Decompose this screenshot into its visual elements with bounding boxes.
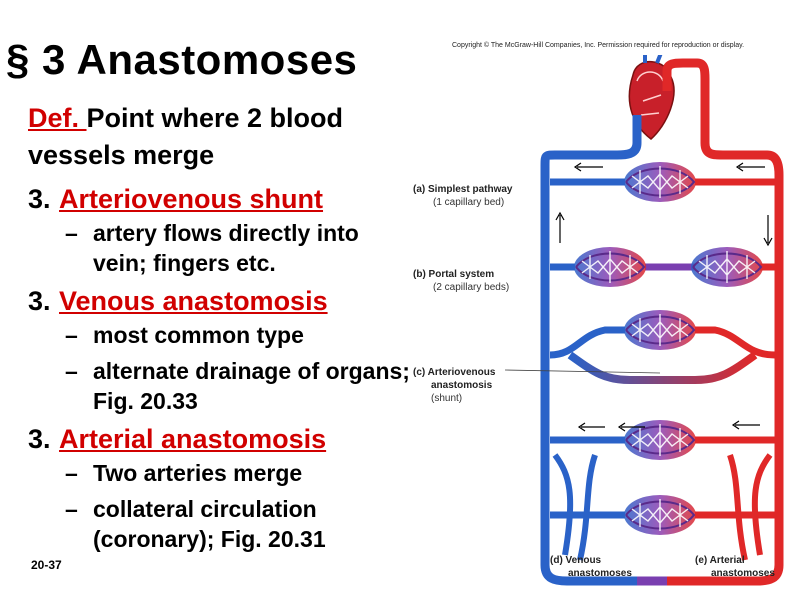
- bullet-dash: –: [65, 460, 78, 486]
- item-3-number: 3.: [28, 424, 51, 454]
- outer-circulation-loop: [540, 58, 784, 586]
- item-2-bullet-1: – most common type: [65, 320, 418, 350]
- bullet-text: alternate drainage of organs; Fig. 20.33: [93, 358, 410, 414]
- flow-arrows: [555, 211, 773, 432]
- bullet-dash: –: [65, 322, 78, 348]
- page-number: 20-37: [31, 558, 62, 572]
- label-b-sub: (2 capillary beds): [433, 282, 509, 293]
- item-2-title: Venous anastomosis: [59, 286, 328, 316]
- pathway-b: [550, 246, 775, 288]
- label-b-title: (b) Portal system: [413, 269, 494, 280]
- bullet-text: collateral circulation (coronary); Fig. …: [93, 496, 326, 552]
- item-1-number: 3.: [28, 184, 51, 214]
- label-d-title-2: anastomoses: [568, 568, 632, 579]
- definition: Def. Point where 2 blood vessels merge: [28, 100, 418, 174]
- copyright-notice: Copyright © The McGraw-Hill Companies, I…: [452, 42, 745, 49]
- bullet-text: most common type: [93, 322, 304, 348]
- item-2-heading: 3. Venous anastomosis: [28, 284, 418, 318]
- item-1-bullet-1: – artery flows directly into vein; finge…: [65, 218, 418, 278]
- item-1-title: Arteriovenous shunt: [59, 184, 324, 214]
- label-c-sub: (shunt): [431, 393, 462, 404]
- bullet-text: artery flows directly into vein; fingers…: [93, 220, 359, 276]
- label-d-title-1: (d) Venous: [550, 555, 602, 566]
- item-3-bullet-1: – Two arteries merge: [65, 458, 418, 488]
- label-e-title-1: (e) Arterial: [695, 555, 745, 566]
- slide-title: § 3 Anastomoses: [6, 36, 358, 83]
- item-3-title: Arterial anastomosis: [59, 424, 327, 454]
- anastomoses-diagram: (a) Simplest pathway (1 capillary bed) (…: [413, 55, 784, 586]
- label-e-title-2: anastomoses: [711, 568, 775, 579]
- item-2-number: 3.: [28, 286, 51, 316]
- pathway-lower: [550, 419, 775, 561]
- label-a-title: (a) Simplest pathway: [413, 184, 513, 195]
- label-c-title-1: (c) Arteriovenous: [413, 367, 496, 378]
- pathway-a: [550, 161, 775, 203]
- label-c-title-2: anastomosis: [431, 380, 493, 391]
- item-3-bullet-2: – collateral circulation (coronary); Fig…: [65, 494, 418, 554]
- definition-text: Point where 2 blood vessels merge: [28, 103, 344, 170]
- item-3-heading: 3. Arterial anastomosis: [28, 422, 418, 456]
- bullet-dash: –: [65, 496, 78, 522]
- bullet-text: Two arteries merge: [93, 460, 303, 486]
- item-1-heading: 3. Arteriovenous shunt: [28, 182, 418, 216]
- pathway-c: [504, 309, 776, 384]
- slide-content: Def. Point where 2 blood vessels merge 3…: [28, 100, 418, 560]
- item-2-bullet-2: – alternate drainage of organs; Fig. 20.…: [65, 356, 418, 416]
- bullet-dash: –: [65, 358, 78, 384]
- definition-label: Def.: [28, 103, 87, 133]
- shunt-vessel: [567, 351, 758, 384]
- bullet-dash: –: [65, 220, 78, 246]
- label-a-sub: (1 capillary bed): [433, 197, 504, 208]
